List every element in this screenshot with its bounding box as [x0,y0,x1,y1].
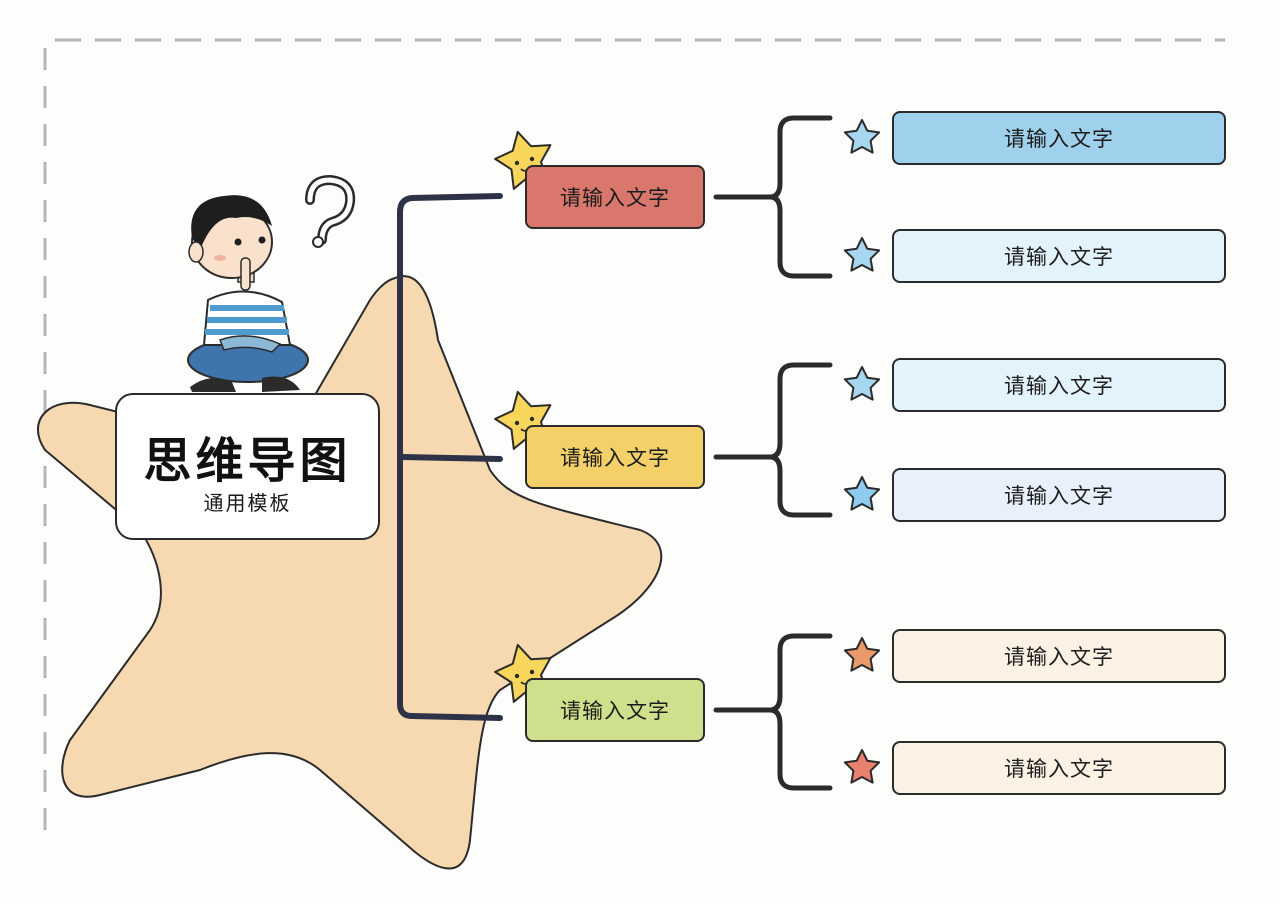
branch-node-1[interactable]: 请输入文字 [525,165,705,229]
page-title: 思维导图 [143,433,352,489]
star-icon-3-1 [843,637,881,672]
bracket-connector-2 [713,362,833,518]
page-subtitle: 通用模板 [203,491,292,515]
big-star-shape [37,275,663,870]
star-icon-1-2 [843,237,881,272]
leaf-node-3-1[interactable]: 请输入文字 [892,629,1226,683]
leaf-node-1-1[interactable]: 请输入文字 [892,111,1226,165]
leaf-node-3-2[interactable]: 请输入文字 [892,741,1226,795]
leaf-node-1-2[interactable]: 请输入文字 [892,229,1226,283]
accent-star-eye-left-3 [514,673,520,679]
star-icon-1-1 [843,119,881,154]
star-icon-2-1 [843,366,881,401]
accent-star-eye-right-1 [529,156,535,162]
accent-star-eye-right-3 [529,669,535,675]
leaf-node-2-2[interactable]: 请输入文字 [892,468,1226,522]
question-mark-icon [305,174,356,248]
accent-star-eye-right-2 [529,416,535,422]
bracket-connector-3 [713,633,833,791]
star-icon-3-2 [843,749,881,784]
main-connector [397,193,503,721]
accent-star-eye-left-2 [514,420,520,426]
star-icon-2-2 [843,476,881,511]
boy-thinking-illustration [187,195,309,392]
bracket-connector-1 [713,115,833,279]
accent-star-eye-left-1 [514,160,520,166]
branch-node-2[interactable]: 请输入文字 [525,425,705,489]
title-card: 思维导图 通用模板 [115,393,380,540]
leaf-node-2-1[interactable]: 请输入文字 [892,358,1226,412]
branch-node-3[interactable]: 请输入文字 [525,678,705,742]
